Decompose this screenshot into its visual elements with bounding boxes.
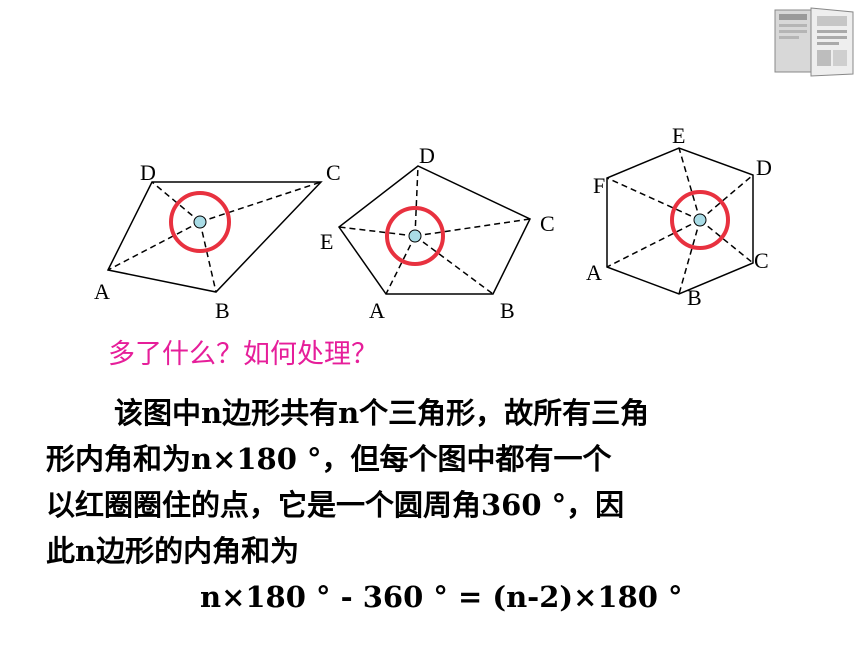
red-circle (385, 206, 445, 266)
interior-point (408, 229, 422, 243)
vertex-label-F: F (593, 173, 605, 198)
dashed-line-to-C (199, 181, 322, 223)
vertex-label-E: E (672, 123, 685, 148)
dashed-line-to-C (414, 218, 531, 237)
dashed-line-to-B (414, 235, 494, 295)
vertex-label-C: C (540, 211, 555, 236)
vertex-label-C: C (754, 248, 769, 273)
explanation-line-3: 以红圈圈住的点，它是一个圆周角360 °，因 (46, 488, 625, 522)
formula: n×180 ° - 360 ° = (n-2)×180 ° (200, 580, 683, 614)
vertex-label-A: A (94, 279, 110, 304)
quadrilateral-outline (106, 181, 323, 293)
red-circle (169, 191, 231, 253)
explanation-line-1: 该图中n边形共有n个三角形，故所有三角 (114, 396, 650, 430)
vertex-label-A: A (369, 298, 385, 323)
vertex-label-D: D (419, 143, 435, 168)
dashed-line-to-E (338, 226, 416, 237)
vertex-label-C: C (326, 160, 341, 185)
hexagon-diagram: A B C D E F (586, 123, 772, 310)
dashed-line-to-B (199, 221, 217, 293)
vertex-label-D: D (756, 155, 772, 180)
pentagon-outline (337, 165, 532, 295)
hexagon-outline (606, 147, 754, 295)
dashed-line-to-A (385, 235, 416, 295)
dashed-line-to-B (678, 219, 701, 295)
question-text: 多了什么？如何处理？ (108, 339, 378, 370)
thumbnail-image (773, 4, 857, 80)
vertex-label-D: D (140, 160, 156, 185)
red-circle (670, 190, 730, 250)
interior-point (193, 215, 207, 229)
interior-point (693, 213, 707, 227)
dashed-line-to-A (107, 221, 201, 271)
dashed-line-to-E (678, 147, 701, 221)
dashed-line-to-A (606, 219, 701, 268)
vertex-label-B: B (687, 285, 702, 310)
pentagon-diagram: A B C D E (320, 143, 555, 323)
polygon-diagrams: A B C D A B C D E (94, 123, 772, 323)
vertex-label-E: E (320, 229, 333, 254)
dashed-line-to-F (606, 177, 701, 221)
explanation-line-4: 此n边形的内角和为 (46, 534, 300, 568)
dashed-line-to-D (699, 174, 754, 221)
dashed-line-to-D (414, 165, 419, 237)
dashed-line-to-D (151, 181, 201, 223)
vertex-label-A: A (586, 260, 602, 285)
explanation-line-2: 形内角和为n×180 °，但每个图中都有一个 (46, 442, 612, 476)
dashed-line-to-C (699, 219, 754, 264)
vertex-label-B: B (500, 298, 515, 323)
quadrilateral-diagram: A B C D (94, 160, 341, 323)
vertex-label-B: B (215, 298, 230, 323)
